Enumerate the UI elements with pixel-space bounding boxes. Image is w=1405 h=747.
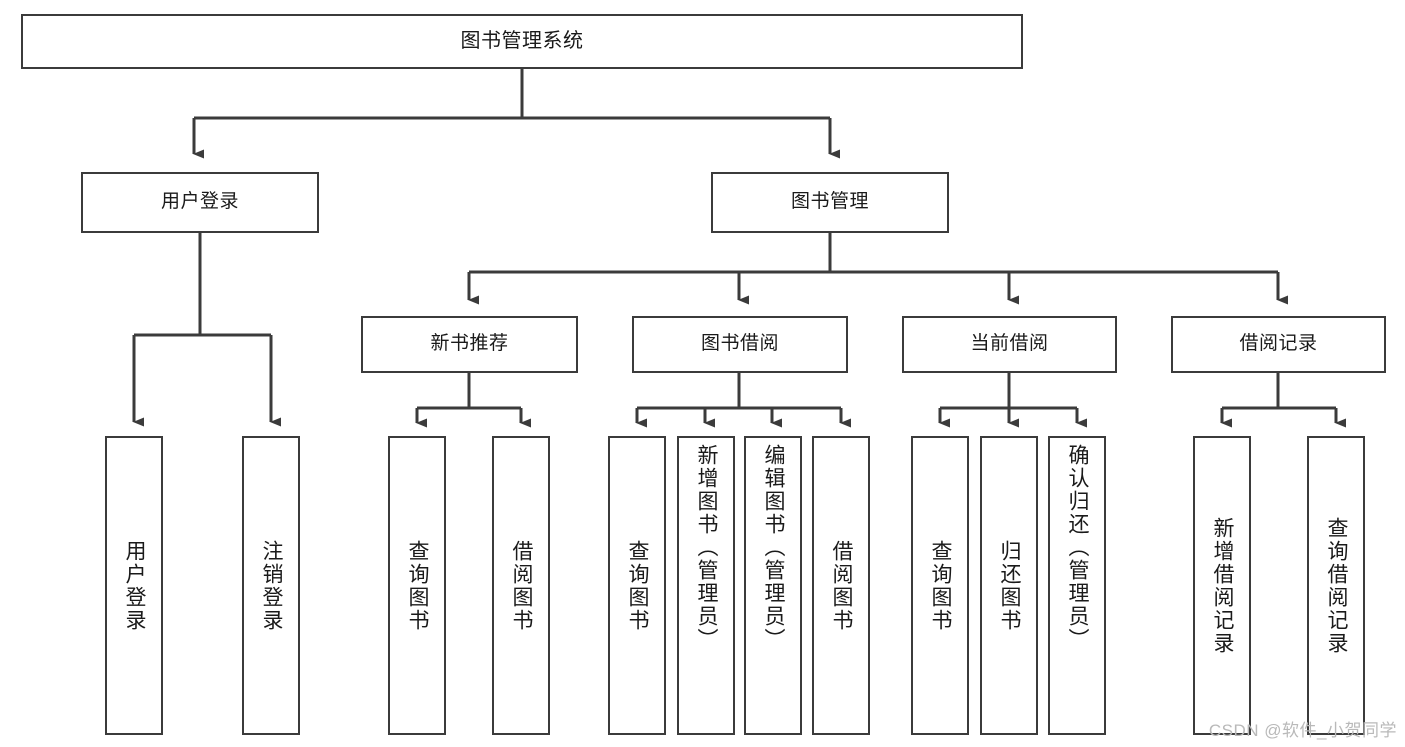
node-label: 新书推荐 (430, 333, 509, 355)
node-leaf-query-book-3[interactable]: 查询图书 (911, 436, 969, 735)
node-leaf-query-record[interactable]: 查询借阅记录 (1307, 436, 1365, 735)
node-leaf-query-book-1[interactable]: 查询图书 (388, 436, 446, 735)
node-label: 用户登录 (123, 539, 147, 632)
node-book-management[interactable]: 图书管理 (711, 172, 949, 233)
node-label: 查询图书 (626, 539, 650, 632)
node-leaf-return-book[interactable]: 归还图书 (980, 436, 1038, 735)
node-leaf-confirm-return[interactable]: 确认归还（管理员） (1048, 436, 1106, 735)
node-current-borrow[interactable]: 当前借阅 (902, 316, 1117, 373)
node-borrow-record[interactable]: 借阅记录 (1171, 316, 1386, 373)
node-label: 用户登录 (160, 191, 239, 213)
node-label: 新增借阅记录 (1211, 516, 1235, 655)
node-label: 图书管理系统 (460, 29, 584, 52)
node-label: 查询图书 (406, 539, 430, 632)
node-label: 当前借阅 (970, 333, 1049, 355)
node-leaf-borrow-book-1[interactable]: 借阅图书 (492, 436, 550, 735)
node-label: 新增图书（管理员） (695, 444, 719, 651)
node-label: 查询借阅记录 (1325, 516, 1349, 655)
node-book-borrow[interactable]: 图书借阅 (632, 316, 848, 373)
node-label: 借阅记录 (1239, 333, 1318, 355)
node-new-book-recommend[interactable]: 新书推荐 (361, 316, 578, 373)
node-label: 查询图书 (929, 539, 953, 632)
node-label: 归还图书 (998, 539, 1022, 632)
node-label: 注销登录 (260, 539, 284, 632)
node-leaf-borrow-book-2[interactable]: 借阅图书 (812, 436, 870, 735)
node-label: 编辑图书（管理员） (762, 444, 786, 651)
node-root-system[interactable]: 图书管理系统 (21, 14, 1023, 69)
node-label: 图书借阅 (700, 333, 779, 355)
node-leaf-edit-book[interactable]: 编辑图书（管理员） (744, 436, 802, 735)
node-label: 借阅图书 (510, 539, 534, 632)
node-label: 借阅图书 (830, 539, 854, 632)
node-leaf-add-book[interactable]: 新增图书（管理员） (677, 436, 735, 735)
node-label: 确认归还（管理员） (1066, 444, 1090, 651)
node-leaf-user-login[interactable]: 用户登录 (105, 436, 163, 735)
node-leaf-query-book-2[interactable]: 查询图书 (608, 436, 666, 735)
node-user-login[interactable]: 用户登录 (81, 172, 319, 233)
node-label: 图书管理 (790, 191, 869, 213)
node-leaf-add-record[interactable]: 新增借阅记录 (1193, 436, 1251, 735)
node-leaf-logout[interactable]: 注销登录 (242, 436, 300, 735)
